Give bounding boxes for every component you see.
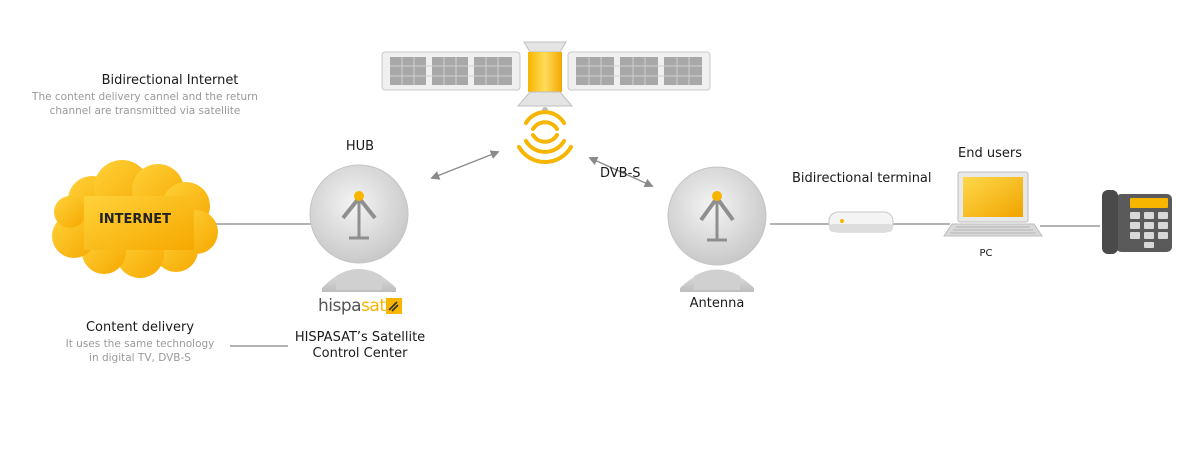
content-delivery-desc-line1: It uses the same technology [65, 338, 215, 350]
modem-icon [828, 211, 894, 233]
satellite-antenna-arrow [588, 156, 654, 188]
laptop-icon [943, 171, 1043, 237]
end-users-label: End users [958, 146, 1022, 161]
brand-suffix: sat [361, 296, 386, 316]
hub-label: HUB [345, 139, 375, 154]
brand-wordmark: hispasat [318, 296, 386, 316]
pc-label: PC [979, 248, 993, 259]
internet-label: INTERNET [98, 212, 172, 227]
bidirectional-desc-line1: The content delivery cannel and the retu… [32, 91, 258, 103]
satellite-dish-icon [309, 164, 409, 292]
brand-prefix: hispa [318, 296, 362, 316]
antenna-label: Antenna [689, 296, 745, 311]
dvbs-label: DVB-S [600, 166, 641, 181]
content-delivery-desc-line2: in digital TV, DVB-S [89, 352, 191, 364]
bidirectional-title: Bidirectional Internet [101, 73, 239, 88]
hub-satellite-arrow [430, 150, 500, 180]
telephone-icon [1102, 190, 1172, 254]
bidirectional-desc-line2: channel are transmitted via satellite [49, 105, 241, 117]
control-center-line1: HISPASAT’s Satellite [294, 330, 426, 345]
control-center-line2: Control Center [312, 346, 408, 361]
satellite-dish-icon [667, 166, 767, 292]
terminal-label: Bidirectional terminal [792, 171, 932, 186]
satellite-icon [381, 41, 711, 113]
cloud-icon [52, 160, 218, 278]
hispasat-logo-icon [386, 298, 402, 314]
content-delivery-title: Content delivery [85, 320, 195, 335]
signal-waves-icon [517, 110, 573, 165]
